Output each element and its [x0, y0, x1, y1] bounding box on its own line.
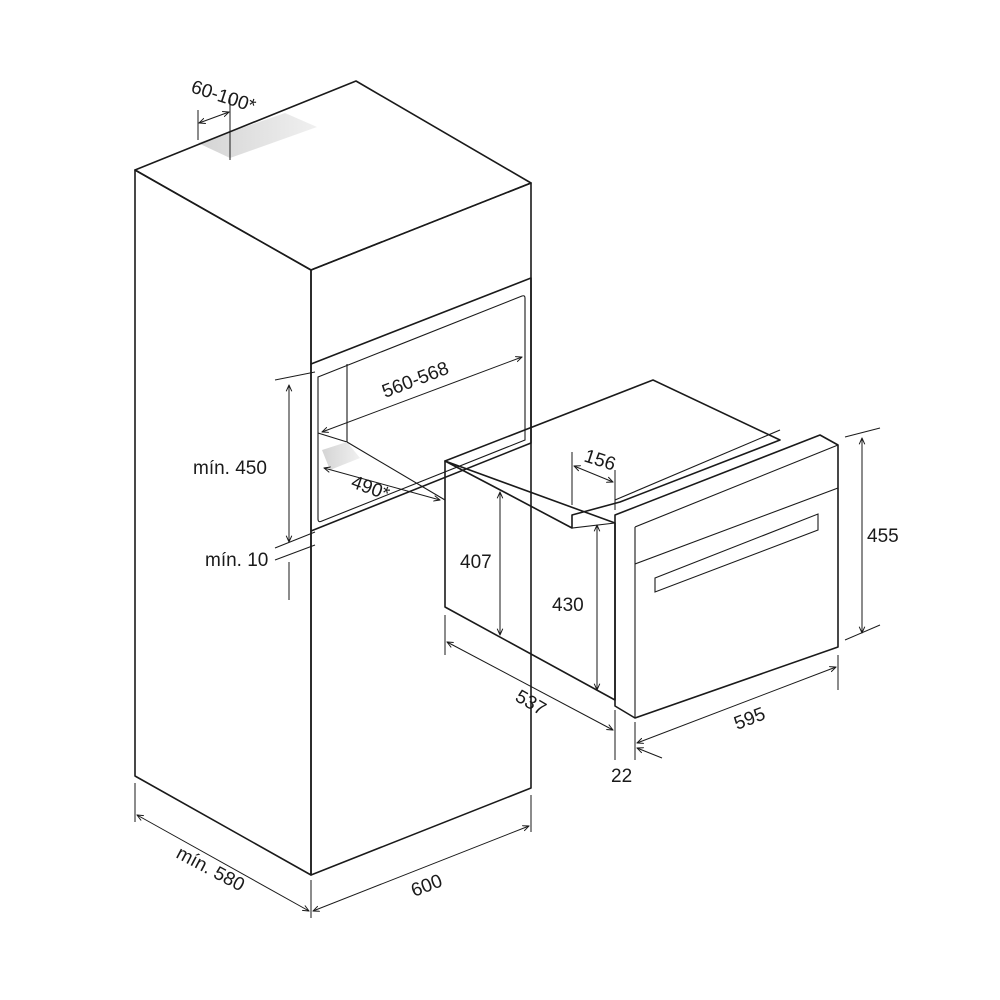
built-in-oven — [444, 379, 839, 719]
oven-front-panel — [614, 434, 839, 719]
cabinet-top — [134, 80, 532, 271]
dimension-lines — [134, 95, 881, 918]
label-depth-580: mín. 580 — [173, 843, 248, 896]
niche-floor-shade — [322, 442, 360, 470]
label-niche-width: 560-568 — [379, 358, 452, 403]
label-min-10: mín. 10 — [205, 550, 268, 571]
oven-top-rear-line — [614, 429, 781, 501]
oven-side — [444, 460, 616, 701]
label-niche-depth: 490* — [348, 472, 392, 505]
label-min-450: mín. 450 — [193, 458, 267, 479]
vent-slot-shade — [198, 113, 317, 158]
label-width-600: 600 — [408, 871, 445, 902]
niche-floor-edge — [317, 432, 348, 443]
cabinet-front — [310, 182, 532, 876]
oven-rear-step — [505, 492, 616, 529]
cabinet-side — [134, 169, 312, 876]
label-oven-430: 430 — [552, 595, 584, 616]
label-oven-455: 455 — [867, 526, 899, 547]
oven-front-top-edge — [634, 444, 839, 528]
label-oven-537: 537 — [512, 686, 550, 720]
niche-outline — [310, 277, 532, 532]
niche-inner-frame — [317, 295, 526, 523]
oven-handle — [654, 513, 819, 593]
dimension-labels: 60-100* 560-568 490* mín. 450 mín. 10 mí… — [173, 77, 899, 902]
label-oven-407: 407 — [460, 552, 492, 573]
label-vent: 60-100* — [188, 77, 258, 118]
label-oven-22: 22 — [611, 766, 632, 787]
label-oven-595: 595 — [731, 704, 768, 735]
oven-control-strip — [634, 487, 839, 565]
